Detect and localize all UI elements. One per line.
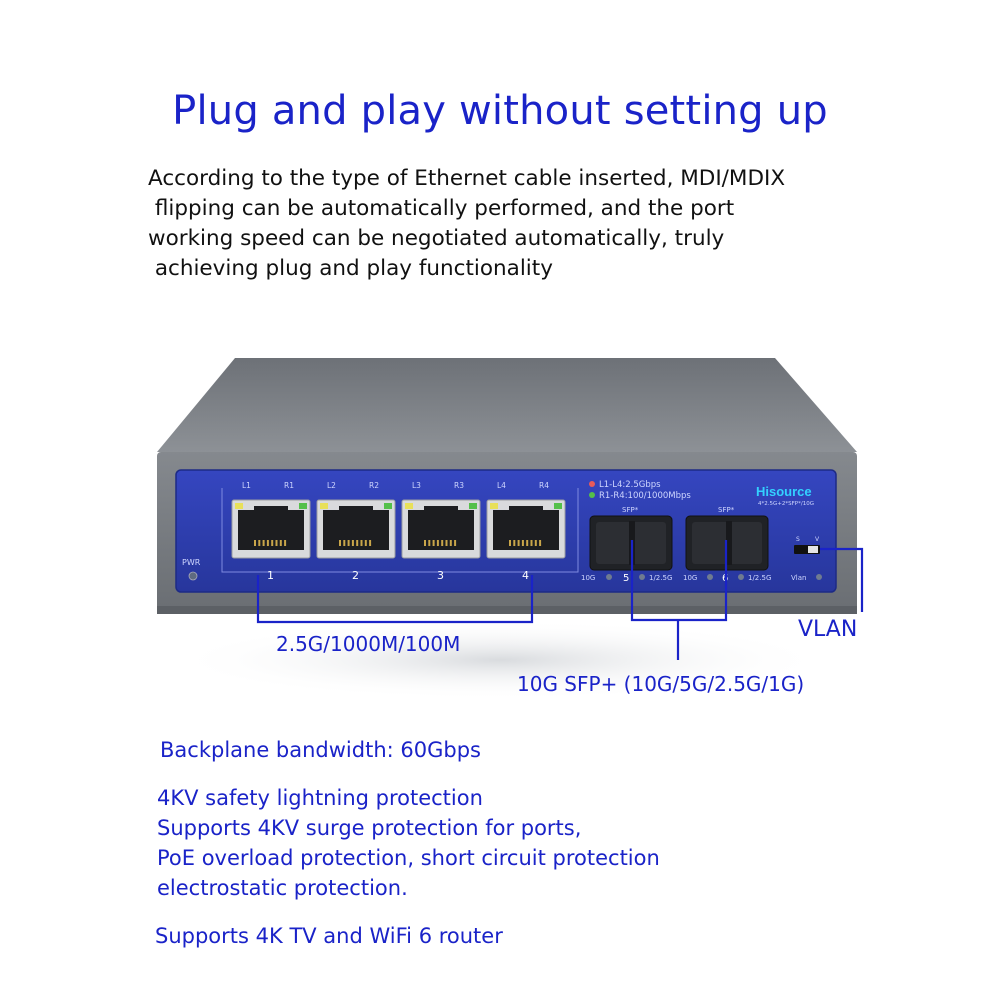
rj45-port-3: 3 <box>401 499 481 582</box>
sfp-speed-callout: 10G SFP+ (10G/5G/2.5G/1G) <box>517 672 805 696</box>
led-label-R1: R1 <box>284 481 294 490</box>
led-label-L3: L3 <box>412 481 421 490</box>
device-top-face <box>157 358 857 452</box>
description-line-4: achieving plug and play functionality <box>148 256 553 281</box>
backplane-spec: Backplane bandwidth: 60Gbps <box>160 738 481 762</box>
protection-line-1: 4KV safety lightning protection <box>157 786 483 810</box>
led-label-R3: R3 <box>454 481 464 490</box>
sfp-port-number-5: 5 <box>623 573 629 584</box>
led-label-R4: R4 <box>539 481 549 490</box>
floor-shadow <box>170 620 830 700</box>
vlan-callout-line <box>820 547 864 612</box>
led-label-L1: L1 <box>242 481 251 490</box>
description-line-1: According to the type of Ethernet cable … <box>148 166 786 191</box>
svg-text:V: V <box>815 536 820 543</box>
link-led-yellow <box>235 503 243 509</box>
rj45-port-1: 1 <box>231 499 311 582</box>
protection-line-3: PoE overload protection, short circuit p… <box>157 846 660 870</box>
description-line-2: flipping can be automatically performed,… <box>148 196 735 221</box>
led-label-L2: L2 <box>327 481 336 490</box>
rj45-port-number: 4 <box>522 569 529 582</box>
link-led-yellow <box>320 503 328 509</box>
link-led-yellow <box>405 503 413 509</box>
link-led-green <box>299 503 307 509</box>
vlan-callout: VLAN <box>798 617 858 642</box>
led-label-R2: R2 <box>369 481 379 490</box>
rj45-port-number: 3 <box>437 569 444 582</box>
link-led-green <box>469 503 477 509</box>
legend-r: R1-R4:100/1000Mbps <box>599 491 691 501</box>
pwr-led <box>188 571 198 581</box>
rj45-port-4: 4 <box>486 499 566 582</box>
rj45-port-2: 2 <box>316 499 396 582</box>
legend-l: L1-L4:2.5Gbps <box>599 480 661 490</box>
link-led-yellow <box>490 503 498 509</box>
link-led-green <box>554 503 562 509</box>
protection-line-2: Supports 4KV surge protection for ports, <box>157 816 582 840</box>
support-spec: Supports 4K TV and WiFi 6 router <box>155 924 503 948</box>
svg-text:1/2.5G: 1/2.5G <box>748 574 771 582</box>
description-line-3: working speed can be negotiated automati… <box>148 226 725 251</box>
model-label: 4*2.5G+2*SFP*/10G <box>758 501 814 507</box>
protection-line-4: electrostatic protection. <box>157 876 408 900</box>
link-led-green <box>384 503 392 509</box>
svg-text:10G: 10G <box>683 574 697 582</box>
rj45-port-number: 2 <box>352 569 359 582</box>
brand-logo: Hisource <box>756 484 812 499</box>
sfp-label-6: SFP* <box>718 506 735 514</box>
svg-text:1/2.5G: 1/2.5G <box>649 574 672 582</box>
rj45-callout-line <box>256 575 534 624</box>
rj45-speed-callout: 2.5G/1000M/100M <box>276 632 461 656</box>
svg-text:10G: 10G <box>581 574 595 582</box>
sfp-label-5: SFP* <box>622 506 639 514</box>
headline: Plug and play without setting up <box>172 88 828 134</box>
rj45-led-labels: L1 R1 L2 R2 L3 R3 L4 R4 <box>242 481 549 490</box>
rj45-port-number: 1 <box>267 569 274 582</box>
pwr-label: PWR <box>182 558 201 567</box>
vlan-small-label: Vlan <box>791 574 806 582</box>
svg-text:S: S <box>796 536 800 543</box>
rj45-ports: 1 2 3 4 <box>231 499 566 582</box>
led-label-L4: L4 <box>497 481 506 490</box>
